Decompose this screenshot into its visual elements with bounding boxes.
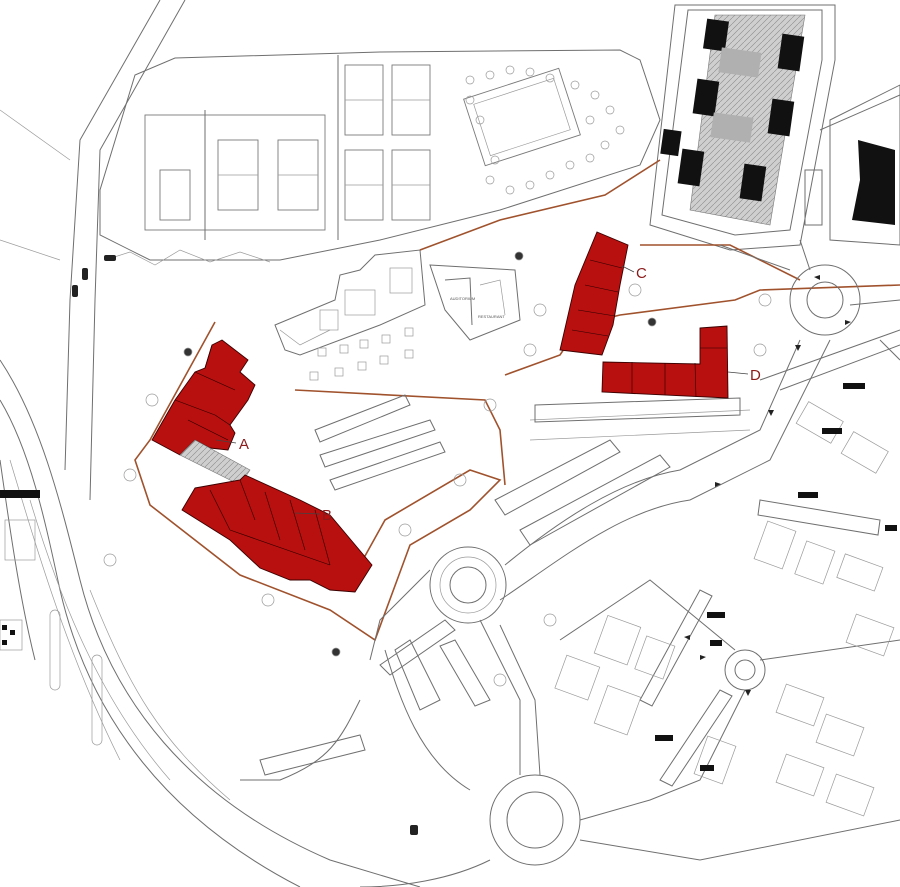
site-boundaries bbox=[134, 159, 900, 642]
building-A bbox=[151, 339, 256, 486]
crosswalks bbox=[655, 383, 897, 771]
basketball-court bbox=[144, 114, 326, 231]
road-parking bbox=[259, 169, 881, 787]
tree-icons bbox=[103, 251, 772, 687]
building-label-d: D bbox=[750, 367, 761, 384]
parasol-icons bbox=[465, 65, 625, 195]
svg-text:AUDITORIUM: AUDITORIUM bbox=[450, 296, 475, 301]
top-right-residential-block bbox=[649, 4, 836, 251]
building-label-c: C bbox=[636, 265, 647, 282]
central-parking bbox=[314, 394, 446, 491]
svg-text:RESTAURANT: RESTAURANT bbox=[478, 314, 505, 319]
roads bbox=[240, 239, 900, 887]
building-B bbox=[181, 474, 373, 593]
swimming-pool bbox=[463, 67, 581, 167]
label-leaders bbox=[215, 265, 749, 515]
building-label-a: A bbox=[239, 436, 249, 453]
left-highway bbox=[0, 0, 421, 887]
right-residential-area bbox=[554, 329, 900, 817]
building-D bbox=[601, 325, 729, 399]
pavilion-building: AUDITORIUM RESTAURANT bbox=[429, 264, 521, 341]
central-building bbox=[274, 249, 426, 381]
arrow-icons bbox=[684, 275, 851, 696]
left-edge-structures bbox=[0, 490, 40, 651]
right-top-building bbox=[819, 84, 900, 246]
building-label-b: B bbox=[322, 507, 332, 524]
building-C bbox=[559, 231, 629, 356]
car-icons bbox=[72, 255, 418, 835]
sports-area bbox=[99, 49, 661, 266]
